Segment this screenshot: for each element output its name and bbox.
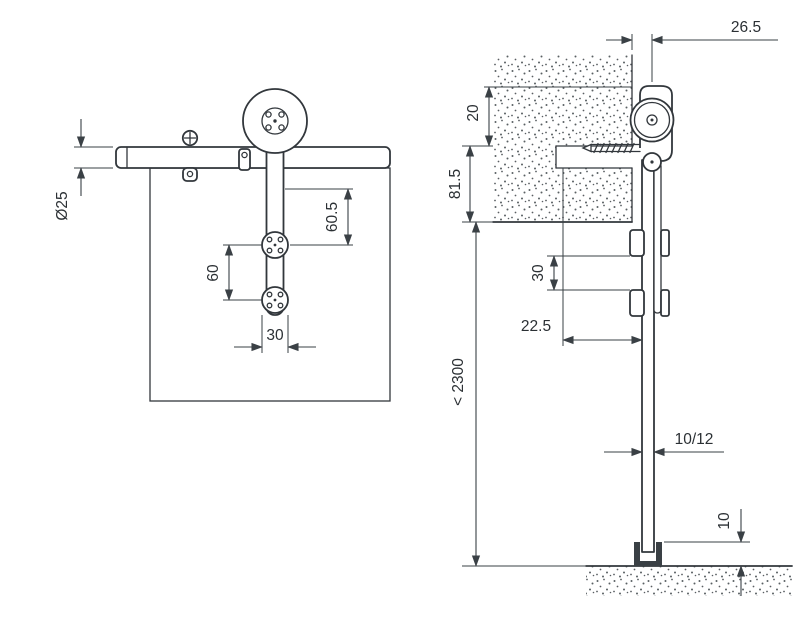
front-dimensions: Ø25 60.5 60 30	[54, 119, 353, 353]
dim-label-track-height: 81.5	[447, 169, 464, 199]
screw-thread	[617, 142, 623, 154]
screw-tip	[581, 143, 592, 153]
dim-label-clamp-gap: 30	[530, 264, 547, 282]
bolt-hole	[266, 236, 273, 243]
bolt-hole	[266, 247, 273, 254]
floor-section	[586, 566, 792, 596]
wall-slot	[556, 146, 632, 168]
front-view: Ø25 60.5 60 30	[54, 88, 391, 402]
bolt-center	[273, 298, 277, 302]
dim-label-floor-clearance: 10	[716, 512, 733, 530]
rail-bracket	[182, 167, 198, 182]
dim-label-bolt-spacing: 60	[205, 264, 222, 282]
screw-thread	[605, 142, 611, 154]
roller-rim	[633, 101, 671, 139]
floor-guide	[634, 542, 640, 566]
front-objects	[115, 88, 391, 402]
bolt-hole	[266, 302, 273, 309]
door-clamp	[629, 229, 645, 257]
door-clamp	[660, 229, 670, 257]
rail-stop-hole	[241, 151, 248, 159]
screw-thread	[623, 142, 629, 154]
wall-screw	[581, 142, 641, 154]
hinge-center	[650, 160, 654, 164]
hub-hole	[265, 124, 272, 131]
hanger-strap-side	[653, 162, 662, 314]
floor-guide	[656, 542, 662, 566]
door-clamp	[660, 289, 670, 317]
bolt-hole	[266, 291, 273, 298]
hub-center	[273, 119, 277, 123]
floor-guide-base	[634, 561, 662, 566]
side-objects	[492, 54, 793, 596]
bolt-center	[273, 243, 277, 247]
screw-thread	[593, 142, 599, 154]
door-clamp	[629, 289, 645, 317]
hub-hole	[278, 111, 285, 118]
dim-label-track-offset: 26.5	[731, 19, 761, 36]
bolt-hole	[277, 247, 284, 254]
rail-track	[115, 146, 391, 169]
hub-hole	[278, 124, 285, 131]
screw-thread	[611, 142, 617, 154]
bolt-hole	[277, 236, 284, 243]
hub-hole	[265, 111, 272, 118]
side-view: 26.5 20 81.5 30 22.5 < 2300	[447, 19, 793, 596]
dim-label-door-thickness: 10/12	[675, 431, 714, 448]
roller-axle	[646, 114, 658, 126]
bolt-hole	[277, 291, 284, 298]
dim-label-max-height: < 2300	[450, 358, 467, 406]
dim-label-strap-top: 60.5	[324, 202, 341, 232]
dim-label-wall-to-door: 22.5	[521, 318, 551, 335]
roller-center	[650, 118, 654, 122]
dim-label-flange-width: 30	[266, 327, 284, 344]
dim-label-top-margin: 20	[465, 104, 482, 122]
screw-thread	[599, 142, 605, 154]
bracket-hole	[186, 170, 194, 178]
screw-thread	[629, 142, 635, 154]
dim-label-rail-diameter: Ø25	[54, 191, 71, 220]
bolt-hole	[277, 302, 284, 309]
door-panel-side	[641, 159, 655, 553]
side-dimensions: 26.5 20 81.5 30 22.5 < 2300	[447, 19, 778, 596]
